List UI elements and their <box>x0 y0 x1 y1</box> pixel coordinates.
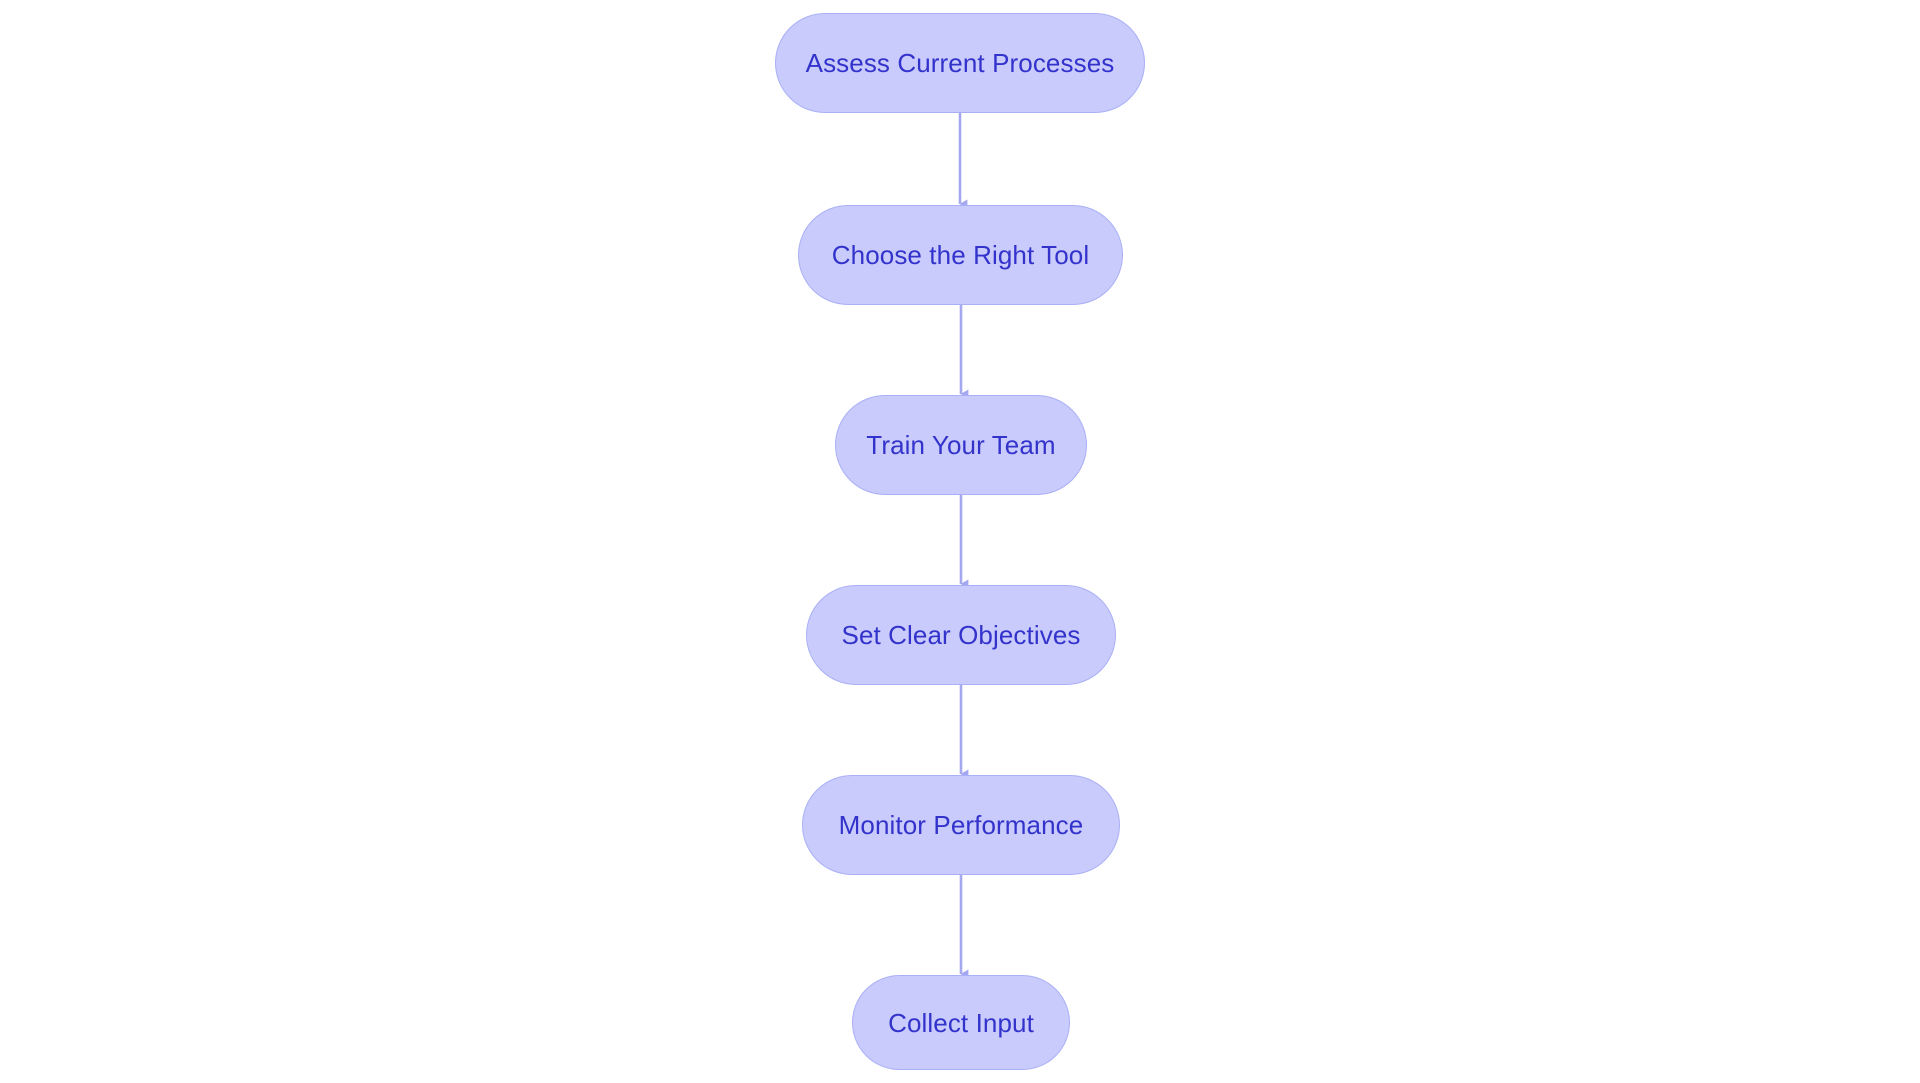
flow-node-label: Train Your Team <box>866 430 1056 460</box>
flow-node-label: Choose the Right Tool <box>831 240 1090 270</box>
flow-node-set-clear-objectives[interactable]: Set Clear Objectives <box>806 585 1116 685</box>
flow-node-monitor-performance[interactable]: Monitor Performance <box>802 775 1120 875</box>
flow-node-label: Monitor Performance <box>838 810 1084 840</box>
flow-node-collect-input[interactable]: Collect Input <box>852 975 1070 1070</box>
flow-node-label: Set Clear Objectives <box>841 620 1081 650</box>
flow-node-label: Collect Input <box>888 1007 1034 1038</box>
flow-node-label: Assess Current Processes <box>805 48 1115 78</box>
flow-node-assess-current-processes[interactable]: Assess Current Processes <box>775 13 1145 113</box>
flow-node-choose-the-right-tool[interactable]: Choose the Right Tool <box>798 205 1123 305</box>
flow-node-train-your-team[interactable]: Train Your Team <box>835 395 1087 495</box>
